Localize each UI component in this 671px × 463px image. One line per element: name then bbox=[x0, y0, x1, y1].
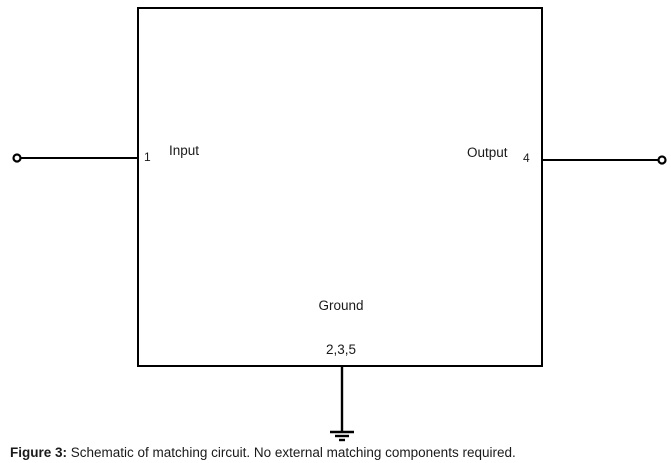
ground-pin-numbers: 2,3,5 bbox=[325, 342, 357, 357]
input-port-label: Input bbox=[169, 143, 200, 158]
input-pin-number: 1 bbox=[144, 150, 151, 164]
output-terminal bbox=[657, 155, 667, 165]
output-port-label: Output bbox=[467, 145, 508, 160]
output-pin-number: 4 bbox=[523, 151, 530, 165]
input-terminal bbox=[12, 153, 22, 163]
circuit-box bbox=[137, 7, 543, 367]
figure-caption-number: Figure 3: bbox=[10, 445, 68, 460]
ground-port-label: Ground bbox=[318, 298, 364, 313]
figure-caption: Figure 3: Schematic of matching circuit.… bbox=[10, 445, 516, 460]
ground-symbol-icon bbox=[330, 430, 354, 442]
figure-caption-text: Schematic of matching circuit. No extern… bbox=[67, 445, 516, 460]
